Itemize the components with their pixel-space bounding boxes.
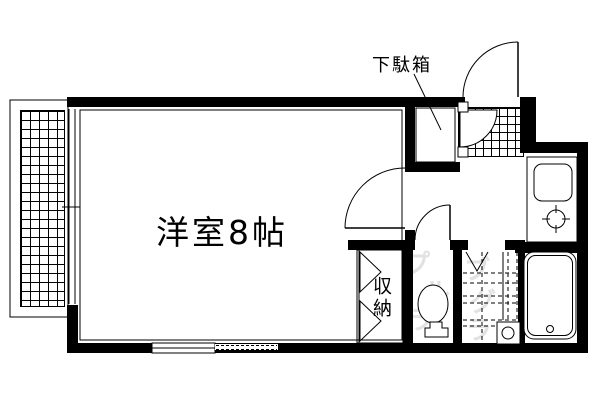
walls [67,97,588,353]
main-room-outline [79,109,403,341]
washroom-fixtures [463,251,521,345]
shoe-cabinet-outline [415,107,456,163]
vent-opening [215,344,278,350]
room-outlines [9,99,578,344]
balcony-hatch [20,110,65,307]
room-door-icon [344,167,406,229]
storage-label: 収納 [370,276,392,320]
burner-icon [542,205,570,233]
entrance-door-icon [462,41,519,98]
main-room-label: 洋室8帖 [156,213,288,252]
toilet-icon [417,284,449,338]
shoe-cabinet-label: 下駄箱 [372,55,432,76]
watermark-glyph: ラ [466,316,493,346]
folding-door-icon [358,250,382,343]
bathtub-icon [523,251,577,340]
entry-step-door-icon [457,101,498,158]
sliding-door-icon [62,109,80,304]
shoe-cabinet-leader-line [413,73,442,131]
toilet-door-icon [414,204,451,241]
kitchen-sink-icon [533,163,573,202]
bottom-windows [151,342,278,354]
balcony-outline [9,99,69,318]
